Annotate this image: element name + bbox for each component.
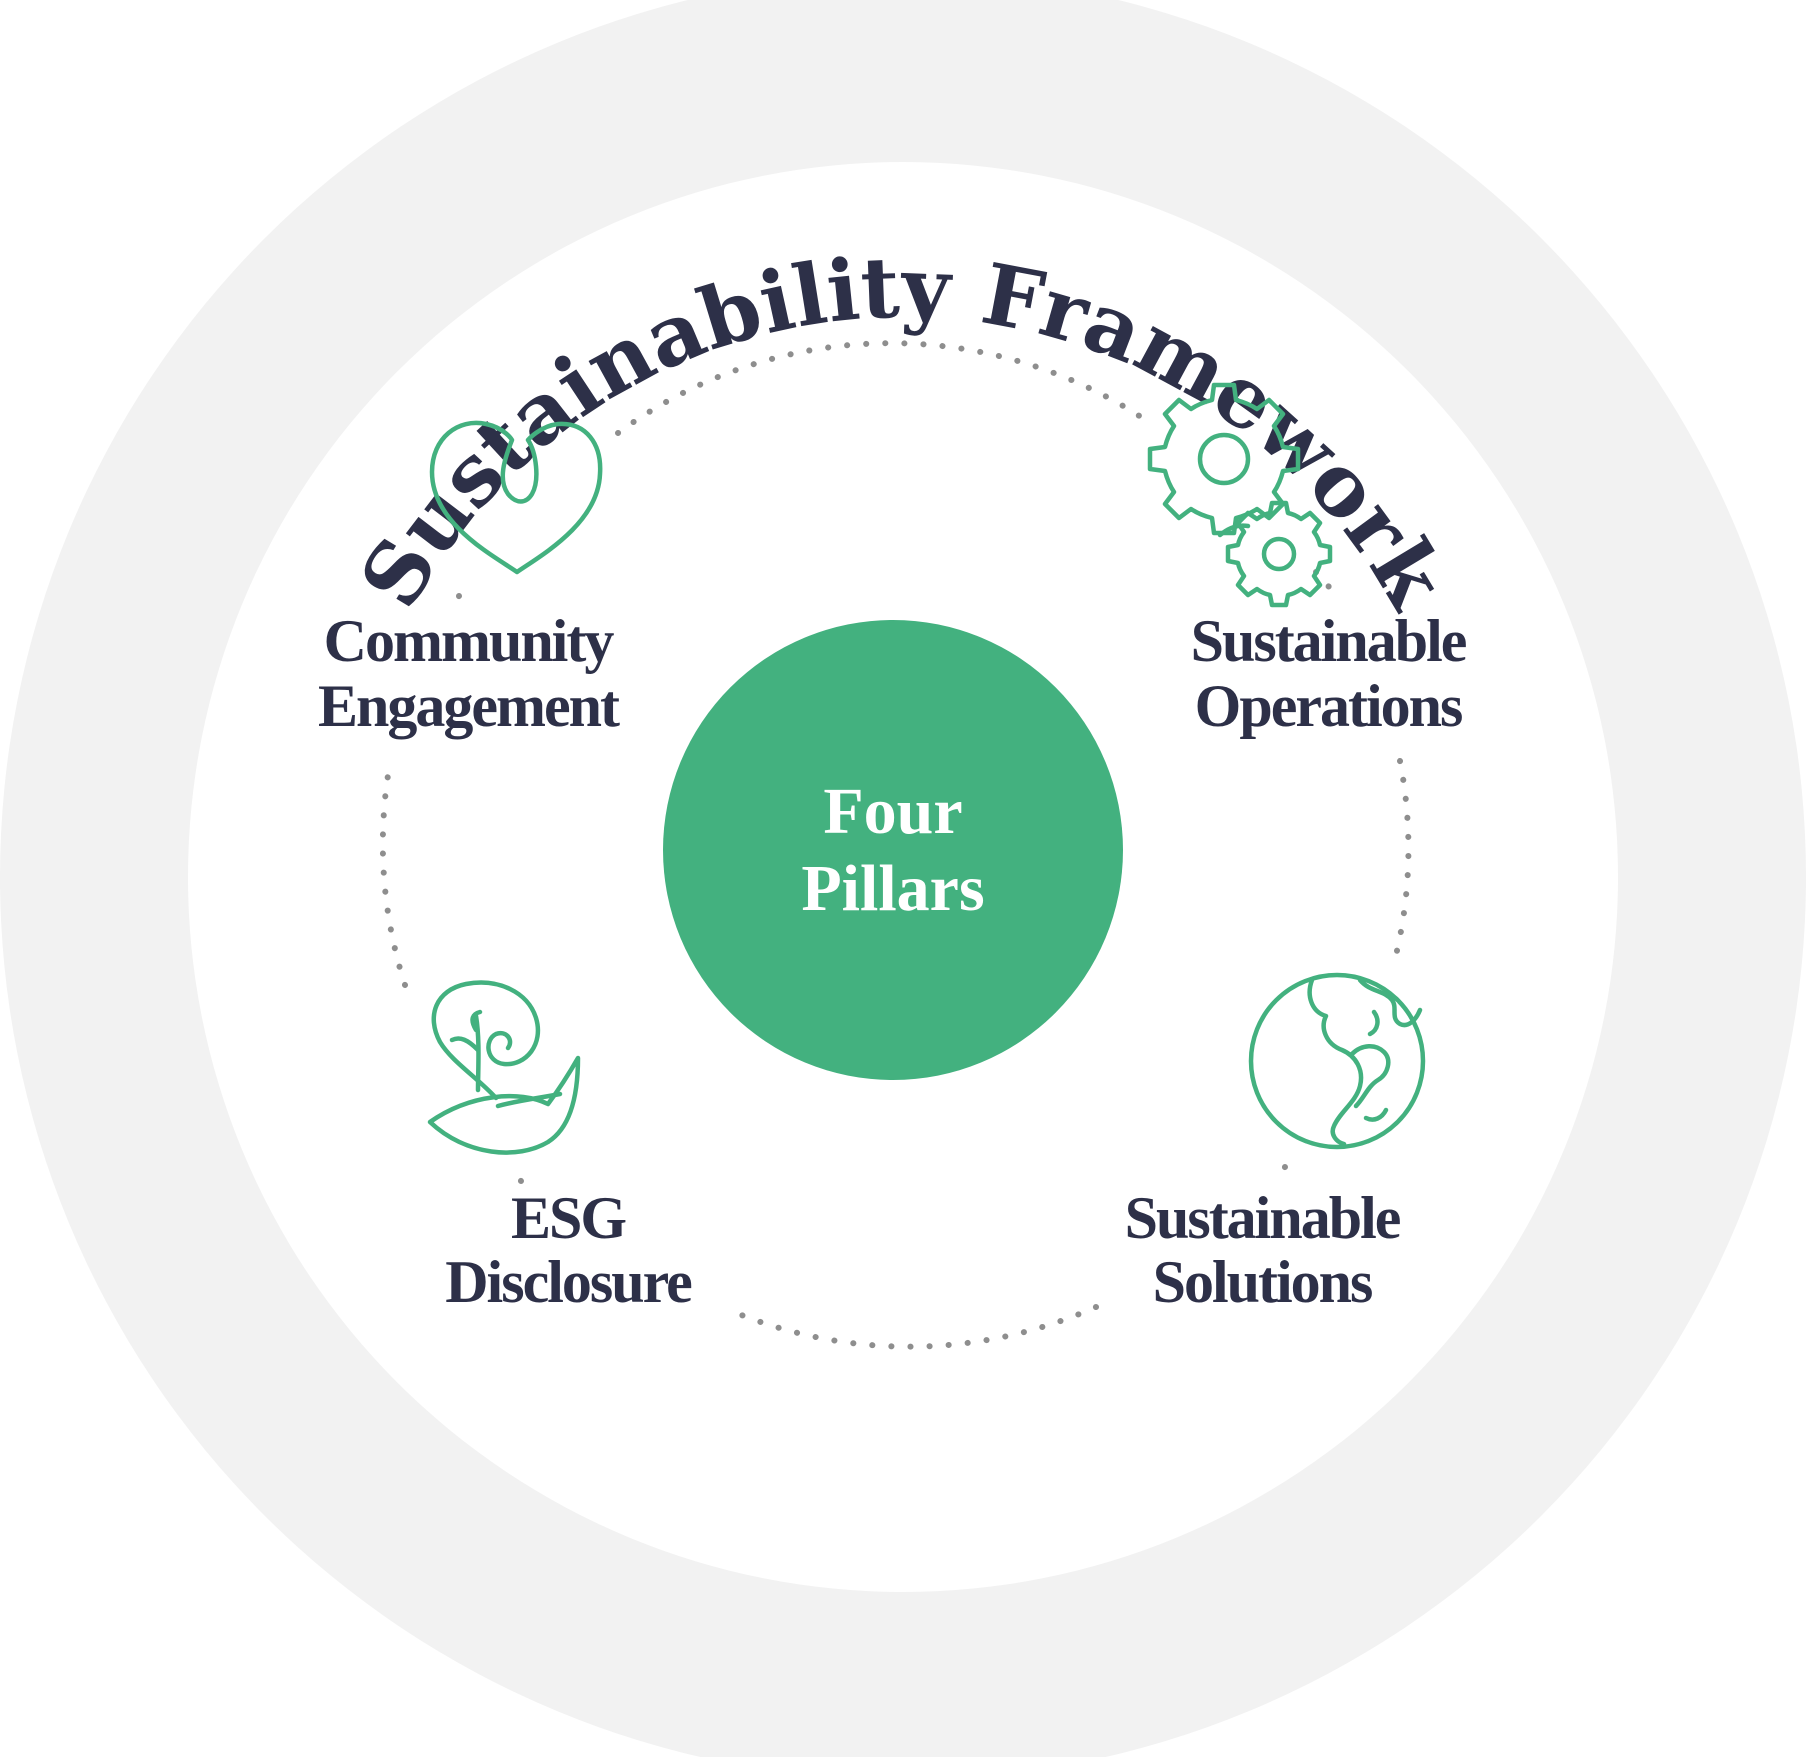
center-label-line1: Four xyxy=(823,775,962,848)
globe-icon xyxy=(1248,972,1426,1150)
pillar-label-operations-line1: Sustainable xyxy=(1191,608,1467,674)
heart-icon xyxy=(429,420,603,575)
dotted-orbit xyxy=(379,340,1412,1350)
pillar-label-community-line1: Community xyxy=(324,608,615,674)
orbit-arc-upper-left xyxy=(449,593,462,611)
orbit-arc-bottom xyxy=(731,1304,1099,1350)
orbit-arc-lower-right xyxy=(1269,1164,1288,1183)
orbit-arc-right xyxy=(1393,758,1412,958)
pillar-label-esg-line2: Disclosure xyxy=(445,1249,692,1315)
center-hub: Four Pillars xyxy=(663,620,1123,1080)
pillar-label-operations-line2: Operations xyxy=(1195,673,1462,739)
orbit-arc-top xyxy=(615,340,1144,436)
pillar-label-solutions-line2: Solutions xyxy=(1153,1249,1372,1315)
center-label-line2: Pillars xyxy=(801,852,984,925)
sprout-icon xyxy=(427,980,581,1155)
pillar-sustainable-solutions: Sustainable Solutions xyxy=(1125,972,1426,1315)
orbit-arc-lower-left xyxy=(506,1166,524,1184)
pillar-esg-disclosure: ESG Disclosure xyxy=(427,980,694,1315)
gears-icon xyxy=(1147,382,1333,608)
orbit-arc-left xyxy=(379,760,408,988)
pillar-label-esg-line1: ESG xyxy=(511,1185,626,1251)
center-circle xyxy=(663,620,1123,1080)
pillar-label-community-line2: Engagement xyxy=(318,673,620,739)
pillar-sustainable-operations: Sustainable Operations xyxy=(1147,382,1469,739)
pillar-label-solutions-line1: Sustainable xyxy=(1125,1185,1401,1251)
pillar-community-engagement: Community Engagement xyxy=(318,420,622,739)
